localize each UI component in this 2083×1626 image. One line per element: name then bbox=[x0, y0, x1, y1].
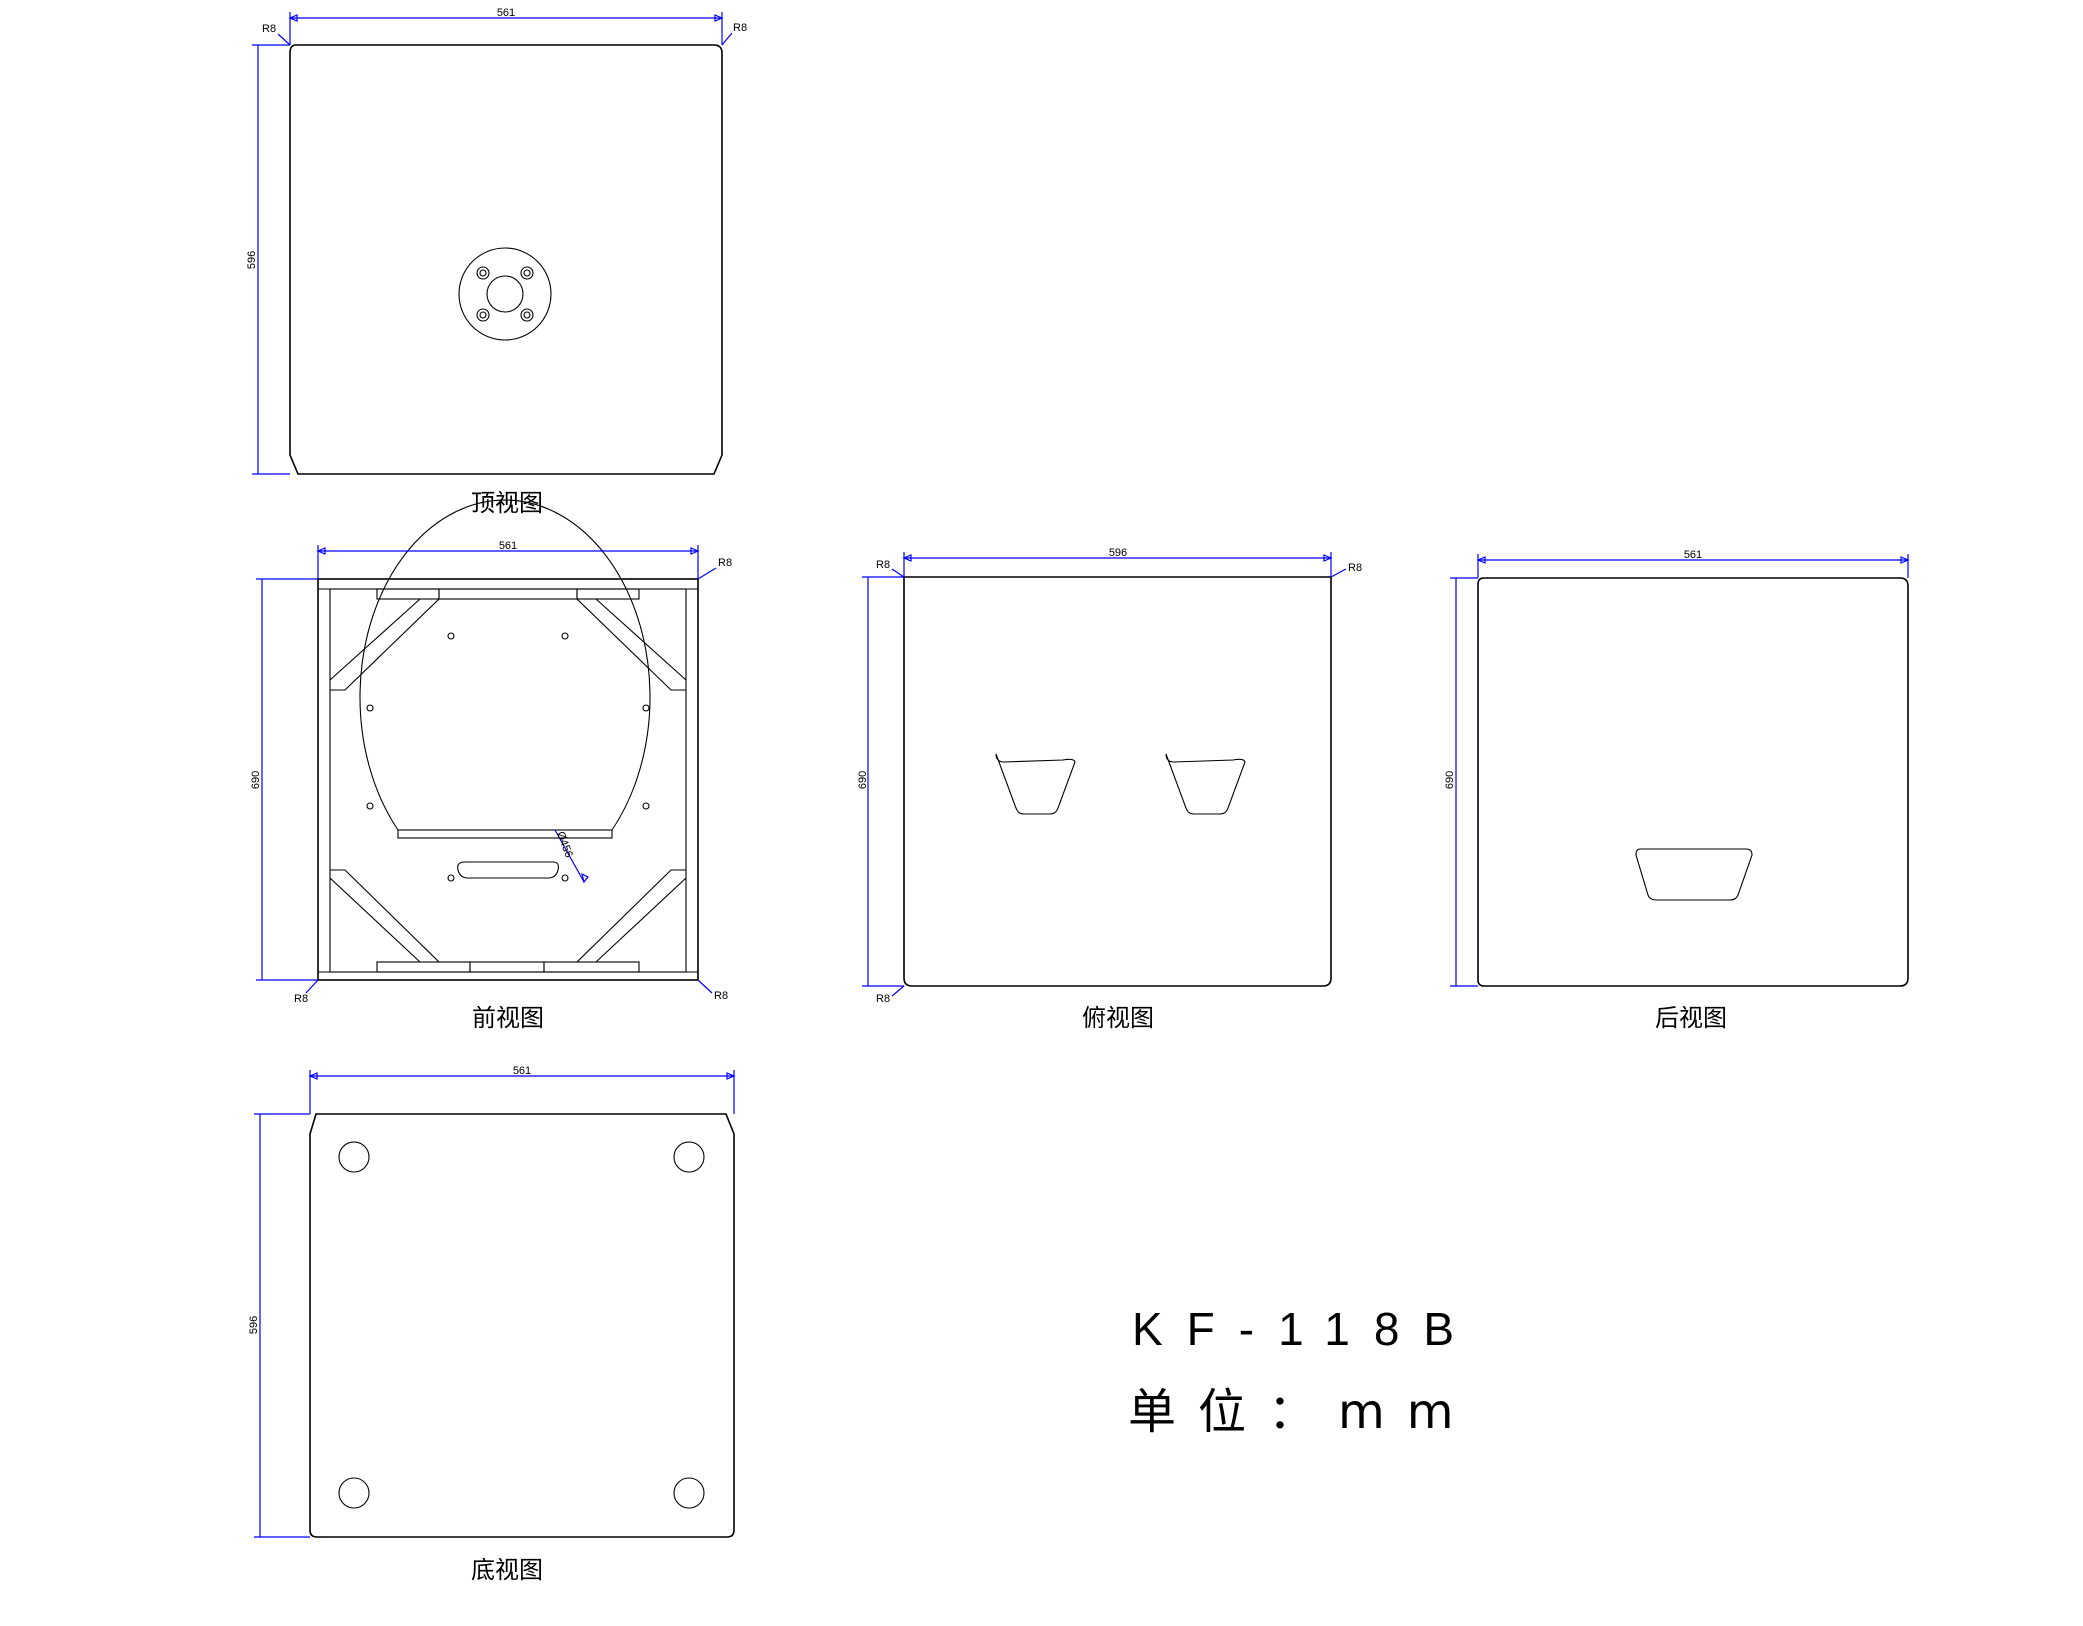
model-number: KF-118B bbox=[1132, 1303, 1478, 1355]
handle-right bbox=[1165, 753, 1246, 815]
back-view-height-dimension: 690 bbox=[1444, 577, 1478, 987]
title-block: KF-118B 单位：mm bbox=[1128, 1303, 1478, 1440]
port-opening bbox=[457, 861, 559, 879]
bottom-view-width-dimension: 561 bbox=[308, 1065, 736, 1114]
side-view-height-label: 690 bbox=[857, 771, 869, 789]
back-view-width-dimension: 561 bbox=[1476, 549, 1910, 578]
back-view-width-label: 561 bbox=[1684, 549, 1702, 561]
foot-bottom-right bbox=[673, 1477, 705, 1509]
foot-bottom-left bbox=[338, 1477, 370, 1509]
front-view-width-dimension: 561 bbox=[316, 540, 700, 579]
bottom-view-width-label: 561 bbox=[513, 1065, 531, 1077]
bottom-view-depth-dimension: 596 bbox=[248, 1113, 310, 1538]
front-view-top-cleats bbox=[376, 588, 640, 600]
side-view-outline bbox=[903, 576, 1332, 987]
bottom-view-caption: 底视图 bbox=[471, 1556, 543, 1584]
foot-top-right bbox=[673, 1141, 705, 1173]
top-view-width-dimension: 561 bbox=[288, 7, 724, 45]
front-view-radius-bottom-right: R8 bbox=[714, 990, 728, 1002]
back-view: 561 690 后视图 bbox=[1444, 549, 1910, 1032]
woofer-cutout bbox=[359, 499, 651, 831]
front-view: Ø456 561 690 R8 R8 R8 前视图 bbox=[250, 499, 732, 1032]
side-view-radius-top-left: R8 bbox=[876, 559, 890, 571]
front-view-height-dimension: 690 bbox=[250, 578, 318, 981]
side-view-width-label: 596 bbox=[1109, 547, 1127, 559]
front-view-radius-top-right: R8 bbox=[718, 557, 732, 569]
foot-top-left bbox=[338, 1141, 370, 1173]
front-view-corner-braces bbox=[329, 598, 687, 963]
side-view-height-dimension: 690 bbox=[857, 576, 904, 987]
back-view-caption: 后视图 bbox=[1655, 1004, 1727, 1032]
bottom-view: 561 596 底视图 bbox=[248, 1065, 736, 1584]
front-view-outline bbox=[317, 578, 699, 981]
top-view-radius-left: R8 bbox=[262, 23, 276, 35]
side-view-width-dimension: 596 bbox=[902, 547, 1333, 577]
side-view-radius-bottom-left: R8 bbox=[876, 993, 890, 1005]
back-view-outline bbox=[1477, 577, 1909, 987]
top-view-depth-label: 596 bbox=[246, 251, 258, 269]
port-shelf bbox=[397, 829, 613, 839]
unit-note: 单位：mm bbox=[1128, 1384, 1476, 1440]
top-view-depth-dimension: 596 bbox=[246, 44, 290, 475]
top-view-radius-right: R8 bbox=[733, 22, 747, 34]
terminal-plate-opening bbox=[1635, 848, 1753, 901]
cutout-diameter-label: Ø456 bbox=[554, 830, 574, 859]
handle-left bbox=[995, 753, 1076, 815]
top-view-outline bbox=[289, 44, 723, 475]
side-view-caption: 俯视图 bbox=[1082, 1004, 1154, 1032]
bottom-view-outline bbox=[309, 1113, 735, 1538]
front-view-radius-bottom-left: R8 bbox=[294, 993, 308, 1005]
back-view-height-label: 690 bbox=[1444, 771, 1456, 789]
front-view-width-label: 561 bbox=[499, 540, 517, 552]
side-view-radius-top-right: R8 bbox=[1348, 562, 1362, 574]
bottom-view-depth-label: 596 bbox=[248, 1316, 260, 1334]
bottom-view-feet bbox=[338, 1141, 705, 1509]
top-view-width-label: 561 bbox=[497, 7, 515, 19]
side-view: 596 690 R8 R8 R8 俯视图 bbox=[857, 547, 1362, 1032]
top-view: 561 596 R8 R8 顶视图 bbox=[246, 7, 747, 517]
front-view-bottom-cleats bbox=[376, 961, 640, 973]
front-view-mount-holes bbox=[366, 632, 650, 882]
pole-mount-flange bbox=[458, 247, 552, 341]
front-view-height-label: 690 bbox=[250, 771, 262, 789]
front-view-inner-frame bbox=[329, 588, 687, 973]
front-view-caption: 前视图 bbox=[472, 1004, 544, 1032]
